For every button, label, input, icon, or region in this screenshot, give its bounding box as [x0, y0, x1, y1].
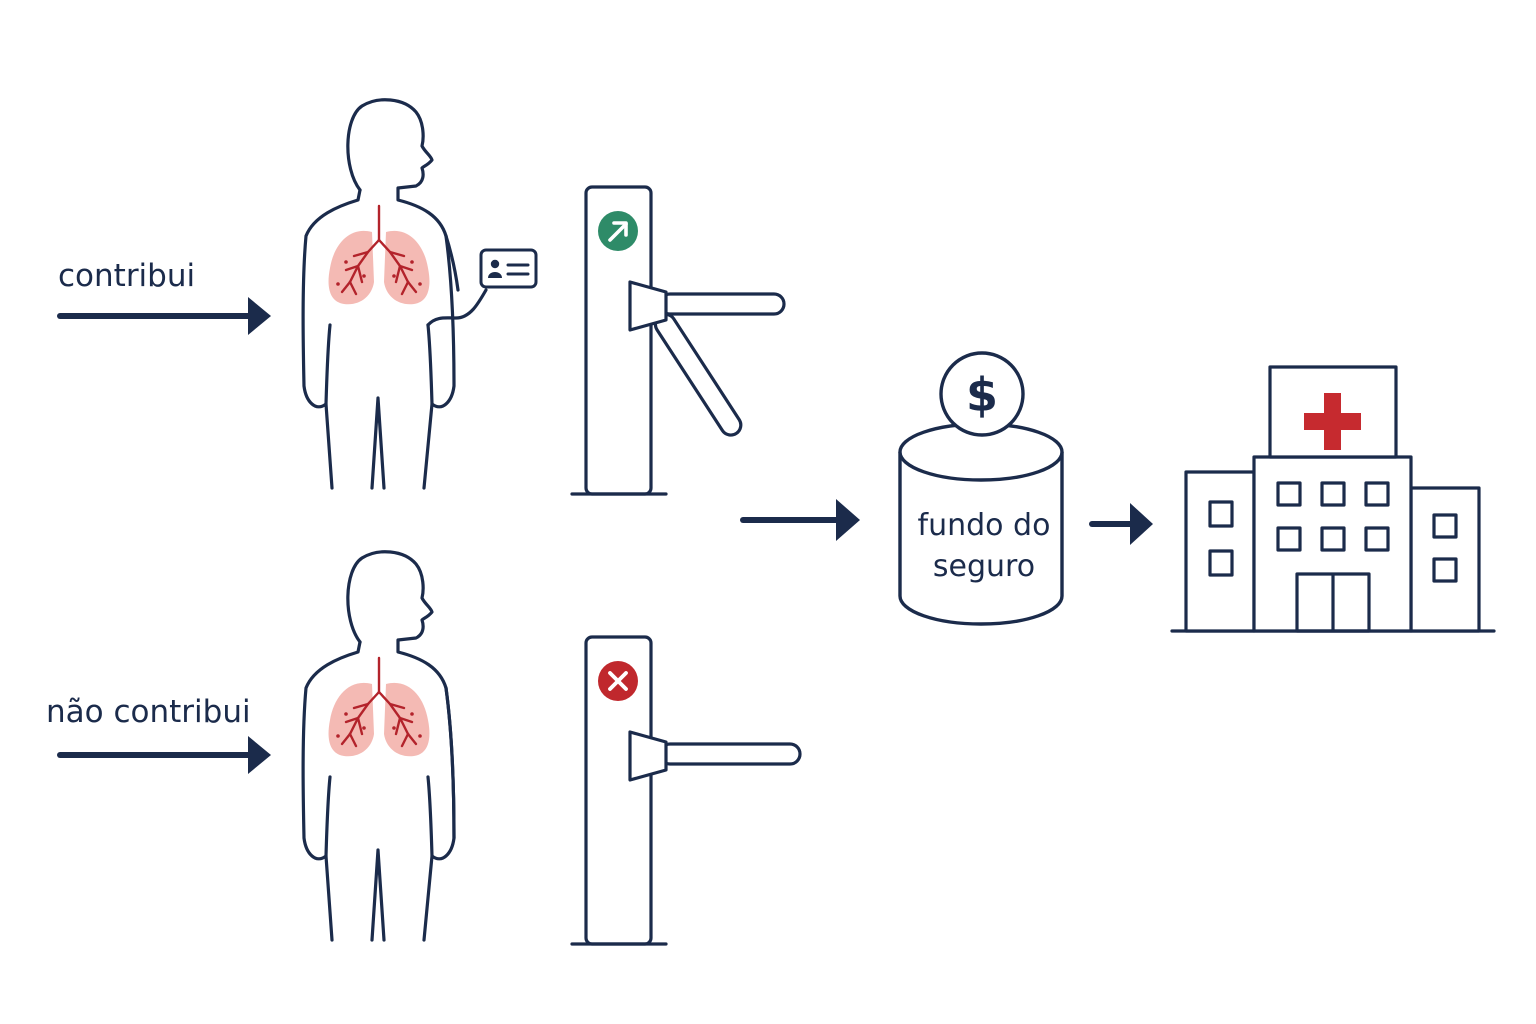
turnstile-open	[570, 185, 786, 496]
id-card-icon	[479, 248, 538, 289]
coin-icon: $	[939, 351, 1025, 437]
fund-label-line2: seguro	[933, 549, 1035, 584]
turnstile-closed	[570, 635, 802, 946]
x-circle-icon	[598, 661, 638, 701]
fund-label-line1: fundo do	[918, 508, 1051, 543]
arrow-contributes	[57, 297, 271, 335]
arrow-to-fund	[740, 499, 860, 541]
insurance-fund: $ fundo do seguro	[898, 351, 1064, 626]
lungs-icon	[327, 204, 431, 306]
arrow-up-right-circle-icon	[598, 211, 638, 251]
person-contributor	[301, 98, 488, 490]
arrow-to-hospital	[1089, 503, 1153, 545]
label-contributes: contribui	[58, 258, 195, 294]
hospital-building-icon	[1170, 365, 1496, 633]
medical-cross-icon	[1304, 393, 1361, 450]
coin-symbol: $	[966, 368, 998, 422]
arrow-not-contributes	[57, 736, 271, 774]
lungs-icon	[327, 656, 431, 758]
person-non-contributor	[301, 550, 456, 942]
label-not-contributes: não contribui	[46, 694, 251, 730]
